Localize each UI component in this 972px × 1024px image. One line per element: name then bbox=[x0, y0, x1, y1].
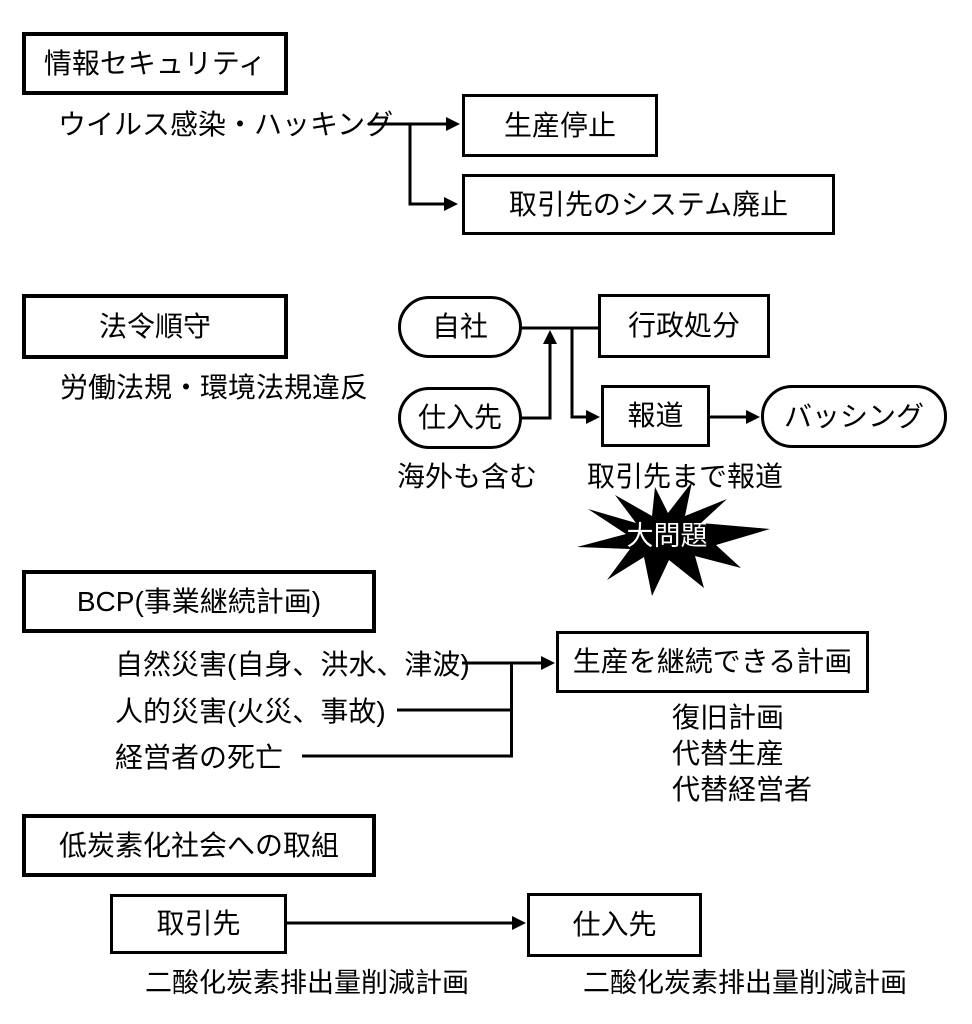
section-title-low-carbon: 低炭素化社会への取組 bbox=[22, 814, 376, 877]
partner-system-abolition-box: 取引先のシステム廃止 bbox=[462, 174, 835, 235]
production-continuity-plan-box: 生産を継続できる計画 bbox=[556, 631, 869, 693]
burst-shape bbox=[577, 482, 770, 596]
bcp-risk-owner-death: 経営者の死亡 bbox=[115, 742, 284, 773]
compliance-cause-label: 労働法規・環境法規違反 bbox=[60, 372, 369, 403]
bcp-risk-natural-disaster: 自然災害(自身、洪水、津波) bbox=[115, 649, 470, 680]
security-cause-label: ウイルス感染・ハッキング bbox=[58, 109, 394, 140]
supplier-co2-note: 二酸化炭素排出量削減計画 bbox=[583, 968, 907, 998]
section-title-information-security: 情報セキュリティ bbox=[22, 32, 288, 95]
media-note-label: 取引先まで報道 bbox=[587, 461, 784, 492]
own-company-node: 自社 bbox=[398, 296, 522, 358]
supplier-note-label: 海外も含む bbox=[397, 461, 538, 492]
bashing-node: バッシング bbox=[761, 385, 947, 448]
low-carbon-arrow bbox=[285, 916, 526, 930]
production-stop-box: 生産停止 bbox=[462, 94, 658, 157]
security-arrows bbox=[368, 117, 460, 211]
bcp-arrows bbox=[302, 656, 555, 758]
partner-box: 取引先 bbox=[110, 894, 287, 954]
supplier-box: 仕入先 bbox=[527, 893, 702, 957]
partner-co2-note: 二酸化炭素排出量削減計画 bbox=[145, 968, 469, 998]
section-title-bcp: BCP(事業継続計画) bbox=[22, 570, 376, 633]
bcp-risk-human-disaster: 人的災害(火災、事故) bbox=[115, 696, 386, 727]
bcp-plan-items: 復旧計画 代替生産 代替経営者 bbox=[672, 700, 812, 808]
supplier-node: 仕入先 bbox=[398, 387, 522, 449]
administrative-sanction-box: 行政処分 bbox=[598, 294, 770, 358]
bcp-plan-item-alternative-manager: 代替経営者 bbox=[672, 774, 813, 805]
bcp-plan-item-alternative-production: 代替生産 bbox=[672, 738, 785, 769]
burst-label: 大問題 bbox=[626, 521, 708, 551]
bcp-plan-item-recovery: 復旧計画 bbox=[672, 702, 785, 733]
media-report-box: 報道 bbox=[601, 385, 710, 447]
section-title-legal-compliance: 法令順守 bbox=[22, 294, 288, 359]
compliance-arrows bbox=[519, 326, 760, 424]
